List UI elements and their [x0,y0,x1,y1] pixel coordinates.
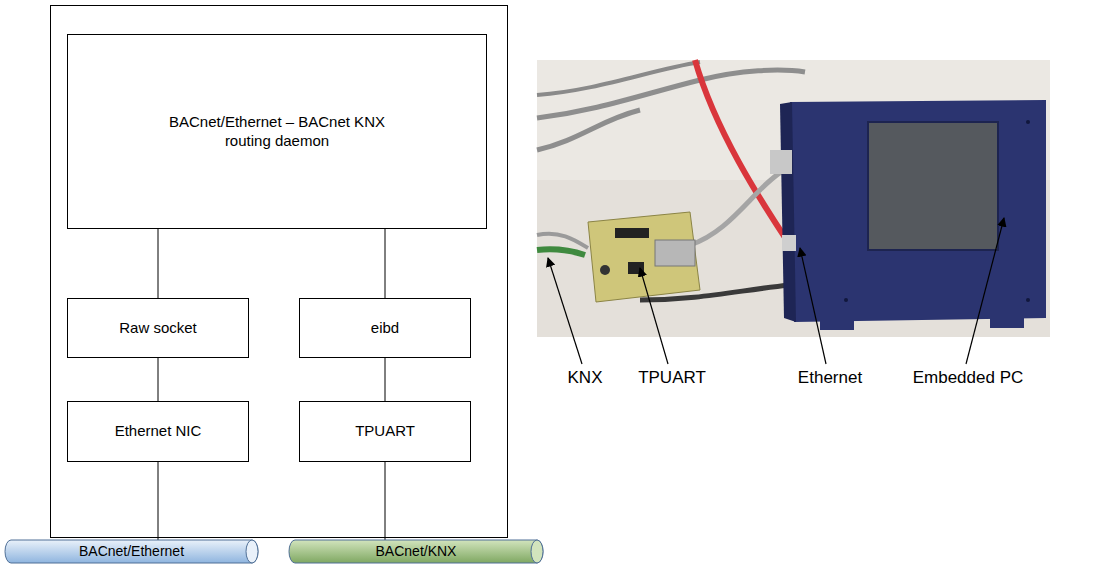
node-text: Raw socket [119,319,197,338]
hardware-box: Ethernet NIC [67,401,249,462]
cylinder-body [289,540,543,563]
embedded-pc-case [790,100,1046,322]
node-text: Ethernet NIC [115,422,202,441]
ethernet-port [782,235,796,251]
connector-line [158,229,159,298]
hardware-box: TPUART [299,401,471,462]
chip [615,228,649,238]
connector-line [385,229,386,298]
part-label: TPUART [638,368,706,388]
cable [537,62,700,95]
connector-line [385,358,386,401]
embedded-pc-side [780,102,796,322]
part-label: Embedded PC [913,368,1024,388]
mounting-foot [990,316,1024,328]
connector-line [158,462,159,540]
mounting-foot [820,318,854,330]
node-text: eibd [371,319,399,338]
process-box: Raw socket [67,298,249,358]
cable [537,70,805,118]
leader-arrow [548,258,582,364]
tpuart-board [588,212,700,302]
leader-arrow [966,218,1004,364]
capacitor [600,265,610,275]
serial-connector [655,240,695,266]
knx-cable [537,249,585,255]
network-pipe: BACnet/KNX [289,540,543,563]
daemon-box: BACnet/Ethernet – BACnet KNX routing dae… [67,34,487,229]
cable [537,110,640,150]
cable [537,234,588,248]
screen [868,122,998,250]
connector-line [385,462,386,540]
node-text: BACnet/Ethernet – BACnet KNX routing dae… [147,113,407,151]
part-label: Ethernet [798,368,862,388]
network-pipe: BACnet/Ethernet [5,540,258,563]
connector-line [158,358,159,401]
leader-arrow [800,248,826,364]
process-box: eibd [299,298,471,358]
screw [1026,120,1030,124]
node-text: BACnet/Ethernet [79,543,184,561]
screw [1026,298,1030,302]
screw [844,298,848,302]
cylinder-body [5,540,258,563]
node-text: BACnet/KNX [376,543,457,561]
part-label: KNX [568,368,603,388]
leader-arrow [640,268,668,364]
cylinder-end [246,540,258,563]
photo-ground [537,60,1050,337]
node-text: TPUART [355,422,415,441]
serial-port [770,150,792,174]
cylinder-end [531,540,543,563]
